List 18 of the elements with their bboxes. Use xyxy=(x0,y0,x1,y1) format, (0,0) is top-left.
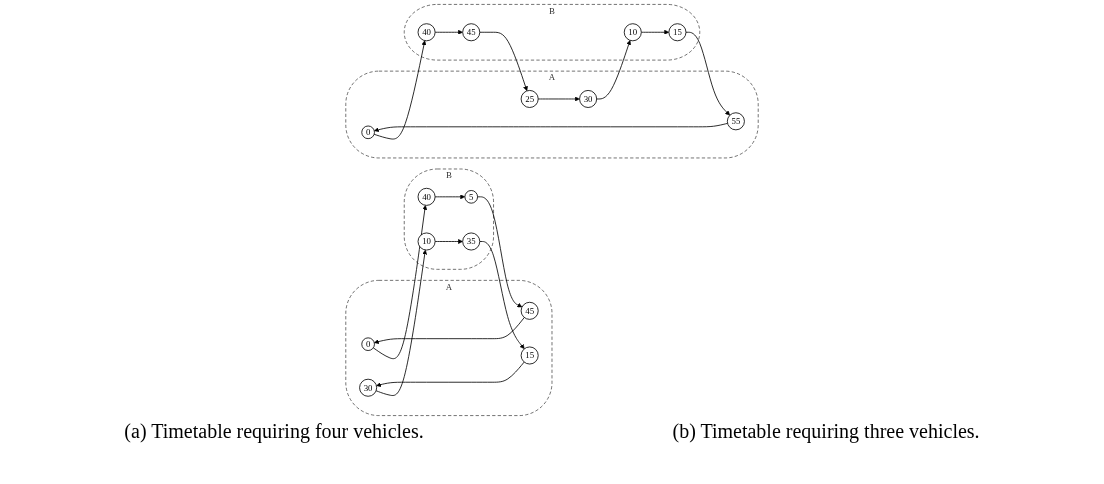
figure-caption: (a) Timetable requiring four vehicles. xyxy=(124,420,424,443)
node-circle: 40 xyxy=(417,23,436,42)
node-circle: 15 xyxy=(668,23,687,42)
node-circle: 30 xyxy=(359,378,378,397)
node-circle: 15 xyxy=(520,346,539,365)
figure-caption: (b) Timetable requiring three vehicles. xyxy=(672,420,980,443)
node-circle: 10 xyxy=(623,23,642,42)
node-circle: 45 xyxy=(462,23,481,42)
node-circle: 35 xyxy=(462,232,481,251)
node-circle: 0 xyxy=(361,125,375,140)
node-circle: 55 xyxy=(726,112,745,131)
node-circle: 25 xyxy=(520,90,539,108)
node-circle: 40 xyxy=(417,187,436,206)
node-circle: 5 xyxy=(464,190,478,204)
node-circle: 30 xyxy=(579,90,598,108)
node-circle: 10 xyxy=(417,232,436,251)
node-circle: 0 xyxy=(361,337,375,351)
node-circle: 45 xyxy=(520,301,539,320)
